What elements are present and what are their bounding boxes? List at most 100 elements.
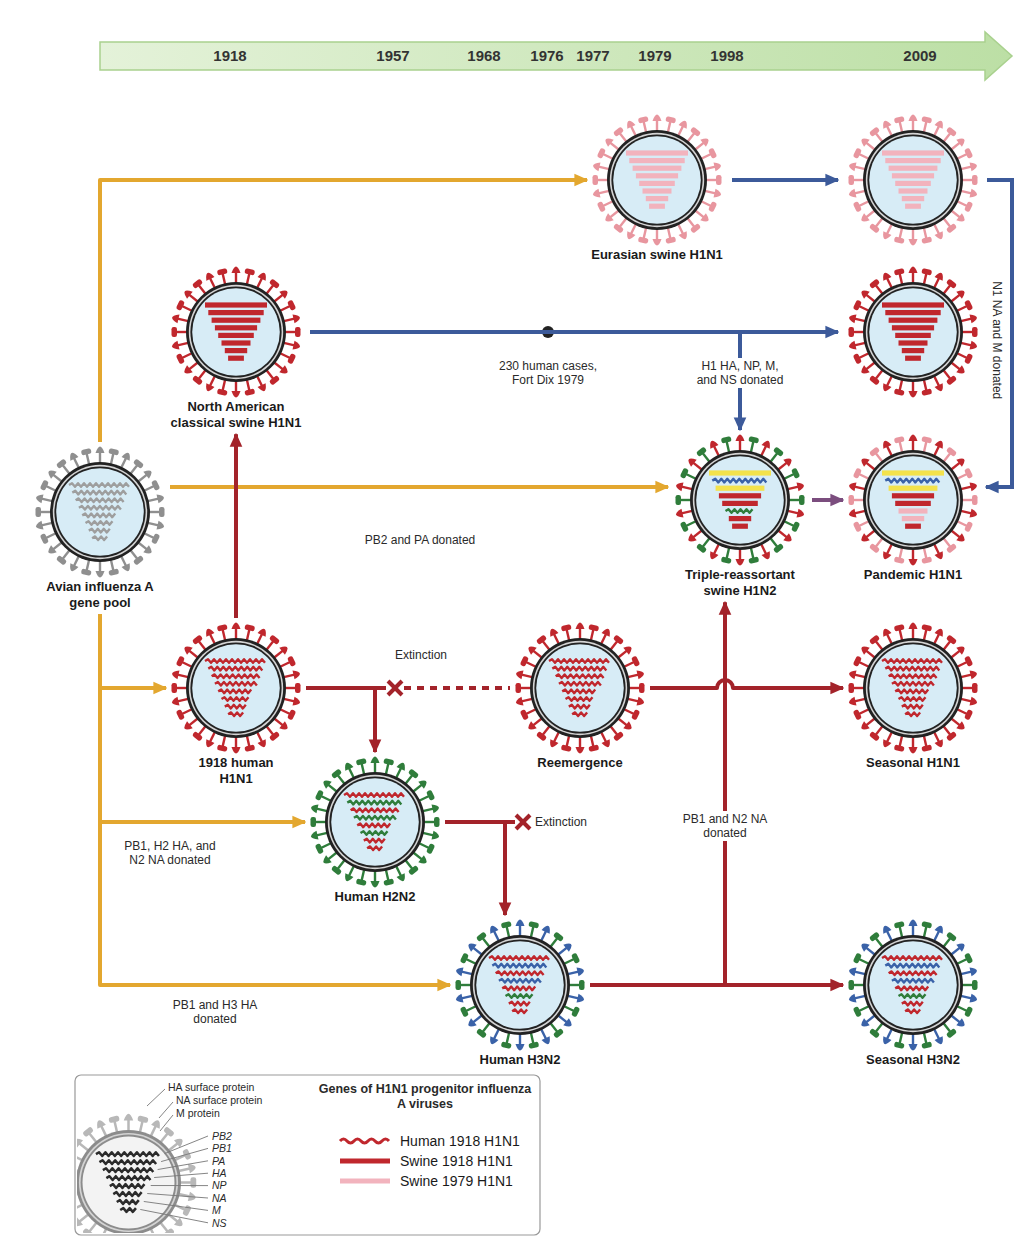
spike-stem xyxy=(853,984,864,986)
virus-envelope xyxy=(867,454,958,545)
leader-line xyxy=(151,1185,208,1186)
spike-stem xyxy=(406,860,413,869)
ha-spike xyxy=(293,697,301,707)
connector-arrow xyxy=(100,614,166,688)
ha-spike xyxy=(343,761,354,771)
event-note-holder: 230 human cases, Fort Dix 1979 xyxy=(493,359,603,388)
spike-stem xyxy=(247,274,249,285)
spike-stem xyxy=(951,363,960,370)
virus-node: Avian influenza A gene pool xyxy=(30,442,170,614)
spike-stem xyxy=(859,154,869,159)
surface-spike xyxy=(285,327,301,337)
surface-spike xyxy=(567,992,585,1004)
ha-spike xyxy=(653,115,662,122)
spike-stem xyxy=(46,486,56,491)
virus-envelope xyxy=(863,935,963,1035)
ha-spike xyxy=(157,493,165,503)
spike-stem xyxy=(522,699,533,701)
na-spike xyxy=(528,1041,539,1049)
gene-segment xyxy=(549,659,609,663)
spike-stem xyxy=(317,809,328,811)
virus-envelope xyxy=(534,642,625,733)
spike-stem xyxy=(924,736,926,747)
gene-segment xyxy=(889,486,938,491)
ha-spike xyxy=(783,533,794,544)
connector-arrow xyxy=(445,822,505,915)
spike-stem xyxy=(631,224,636,234)
surface-spike xyxy=(149,507,165,517)
spike-stem xyxy=(63,465,70,474)
spike-stem xyxy=(462,972,473,974)
spike-stem xyxy=(285,687,296,689)
surface-spike xyxy=(516,1034,525,1051)
virus-node: Human H2N2 xyxy=(305,752,445,909)
edge-label-holder: PB1, H2 HA, and N2 NA donated xyxy=(120,839,220,868)
ha-spike xyxy=(343,873,354,883)
virus-envelope xyxy=(474,939,565,1030)
connector-arrow xyxy=(306,688,375,752)
spike-stem xyxy=(543,641,550,650)
spike-stem xyxy=(628,699,639,701)
na-spike xyxy=(921,236,932,244)
na-spike xyxy=(315,790,324,801)
gene-segment xyxy=(885,964,939,968)
ha-spike xyxy=(602,739,613,749)
surface-spike xyxy=(909,1034,918,1051)
ha-spike xyxy=(881,119,892,129)
spike-stem xyxy=(876,726,883,735)
spike-stem xyxy=(597,179,608,181)
virus-envelope xyxy=(690,450,790,550)
part-label: HA surface protein xyxy=(168,1081,254,1094)
spike-stem xyxy=(79,1214,88,1221)
spike-stem xyxy=(624,709,634,714)
spike-stem xyxy=(887,732,892,742)
connector-line xyxy=(306,686,386,690)
ha-spike xyxy=(548,627,559,637)
spike-stem xyxy=(178,1168,189,1171)
spike-stem xyxy=(599,191,610,193)
spike-stem xyxy=(87,454,89,465)
na-spike xyxy=(869,731,880,742)
spike-stem xyxy=(703,453,710,462)
na-spike xyxy=(849,683,855,693)
ha-spike xyxy=(293,669,301,679)
surface-spike xyxy=(736,435,745,452)
spike-stem xyxy=(315,821,326,823)
virus-envelope xyxy=(77,1130,181,1234)
spike-stem xyxy=(693,531,702,538)
na-spike xyxy=(217,268,228,276)
gene-segment xyxy=(889,166,938,171)
spike-stem xyxy=(859,662,869,667)
ha-spike xyxy=(577,994,585,1004)
na-spike xyxy=(964,521,973,532)
na-spike xyxy=(434,817,440,827)
surface-spike xyxy=(848,187,866,199)
na-spike xyxy=(528,921,539,929)
spike-stem xyxy=(866,948,875,955)
connector-line xyxy=(590,983,843,987)
ha-spike xyxy=(526,644,537,655)
gene-segment xyxy=(502,987,535,991)
na-spike xyxy=(82,1227,94,1233)
gene-segment xyxy=(902,196,924,201)
surface-spike xyxy=(960,966,978,978)
spike-stem xyxy=(121,458,126,468)
surface-spike xyxy=(676,495,692,505)
na-spike xyxy=(921,388,932,396)
ha-spike xyxy=(848,994,856,1004)
surface-spike xyxy=(422,803,440,815)
spike-stem xyxy=(668,228,670,239)
gene-label: PA xyxy=(212,1155,225,1168)
na-spike xyxy=(748,556,759,564)
gene-segment xyxy=(99,1160,156,1164)
surface-spike xyxy=(653,229,662,246)
spike-stem xyxy=(957,709,967,714)
spike-stem xyxy=(223,630,225,641)
na-spike xyxy=(869,126,880,137)
spike-stem xyxy=(853,687,864,689)
spike-stem xyxy=(101,1125,106,1135)
gene-segment xyxy=(905,712,920,716)
connector-line xyxy=(170,485,668,489)
na-spike xyxy=(192,634,203,645)
na-spike xyxy=(426,843,435,854)
